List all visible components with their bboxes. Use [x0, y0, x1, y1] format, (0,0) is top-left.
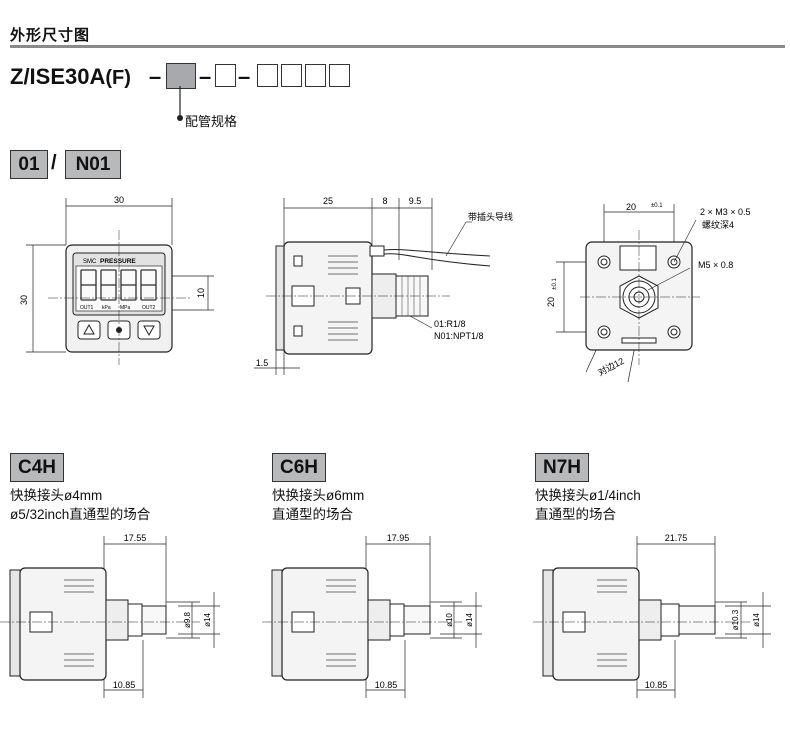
fitting-tag-n7h: N7H: [535, 453, 589, 482]
c4h-top-dim: 17.55: [124, 533, 147, 543]
section-rule: [10, 45, 785, 48]
model-dash-2: –: [199, 64, 212, 89]
screw-label: 2 × M3 × 0.5: [700, 207, 751, 217]
lead-label: 带插头导线: [468, 211, 513, 222]
fitting-desc-c6h-line1: 快换接头ø6mm: [272, 488, 365, 503]
rear-h-dim: 20: [546, 297, 556, 307]
c4h-bottom-dim: 10.85: [113, 680, 136, 690]
fitting-desc-n7h-line1: 快换接头ø1/4inch: [535, 488, 641, 503]
front-display-dim: 10: [196, 288, 206, 298]
callout-label: 配管规格: [185, 114, 238, 129]
fitting-tag-c4h: C4H: [10, 453, 64, 482]
option-box-1: [215, 64, 236, 87]
rear-h-tol: ±0.1: [552, 278, 558, 290]
up-arrow-icon: [83, 323, 95, 335]
n7h-bottom-dim: 10.85: [645, 680, 668, 690]
model-prefix: Z/ISE30A: [10, 64, 106, 89]
c4h-inner-dim: ø9.8: [183, 611, 192, 628]
fitting-desc-n7h-line2: 直通型的场合: [535, 507, 616, 522]
fitting-desc-c6h-line2: 直通型的场合: [272, 507, 353, 522]
front-display-label: PRESSURE: [100, 258, 136, 265]
screw-depth: 螺纹深4: [702, 219, 734, 230]
rear-view: 20 ±0.1 20 ±0.1 2 × M3 × 0.5 螺纹深4 M5 × 0…: [546, 202, 751, 383]
down-button: [137, 320, 161, 340]
unit-out2: OUT2: [142, 305, 156, 311]
c6h-top-dim: 17.95: [387, 533, 410, 543]
n7h-top-dim: 21.75: [665, 533, 688, 543]
option-box-3: [281, 64, 302, 87]
pipe-spec-box: [166, 63, 196, 89]
fitting-desc-c4h-line1: 快换接头ø4mm: [10, 488, 103, 503]
port-tag-01: 01: [10, 150, 48, 179]
c4h-outer-dim: ø14: [203, 613, 212, 627]
fitting-drawing-c4h: 17.55 10.85 ø9.8 ø14: [0, 533, 220, 698]
model-dash-3: –: [238, 64, 251, 89]
fitting-desc-c4h-line2: ø5/32inch直通型的场合: [10, 507, 151, 522]
callout-leader: [177, 86, 183, 121]
option-box-2: [257, 64, 278, 87]
rear-w-dim: 20: [626, 202, 636, 212]
front-brand: SMC: [83, 259, 97, 265]
unit-mpa: MPa: [120, 305, 131, 311]
thread-label-n01: N01:NPT1/8: [434, 331, 484, 341]
fitting-desc-n7h: 快换接头ø1/4inch 直通型的场合: [535, 486, 641, 524]
front-height-dim: 30: [19, 295, 29, 305]
fitting-tag-c6h: C6H: [272, 453, 326, 482]
side-dim-1-5: 1.5: [256, 358, 269, 368]
port-tag-n01: N01: [65, 150, 121, 179]
n7h-outer-dim: ø14: [752, 613, 761, 627]
model-code: Z/ISE30A(F): [10, 64, 131, 90]
fitting-drawing-n7h: 21.75 10.85 ø10.3 ø14: [533, 533, 771, 698]
unit-kpa: kPa: [102, 305, 111, 311]
down-arrow-icon: [143, 325, 155, 337]
fitting-desc-c4h: 快换接头ø4mm ø5/32inch直通型的场合: [10, 486, 150, 524]
unit-out1: OUT1: [80, 305, 94, 311]
up-button: [77, 320, 101, 340]
side-dim-9-5: 9.5: [409, 196, 422, 206]
side-view: 25 8 9.5 1.5 带插头导线 01:R1/8 N01:NPT1/8: [254, 196, 513, 375]
rear-w-tol: ±0.1: [651, 203, 663, 209]
fitting-drawing-c6h: 17.95 10.85 ø10 ø14: [262, 533, 482, 698]
port-tag-slash: /: [51, 152, 57, 174]
thread-label-01: 01:R1/8: [434, 319, 466, 329]
side-dim-25: 25: [323, 196, 333, 206]
n7h-inner-dim: ø10.3: [731, 609, 740, 630]
model-dash-1: –: [149, 64, 162, 89]
model-option: (F): [105, 67, 131, 89]
option-box-4: [305, 64, 326, 87]
c6h-bottom-dim: 10.85: [375, 680, 398, 690]
option-box-5: [329, 64, 350, 87]
side-dim-8: 8: [382, 196, 387, 206]
front-width-dim: 30: [114, 195, 124, 205]
c6h-outer-dim: ø14: [465, 613, 474, 627]
fitting-desc-c6h: 快换接头ø6mm 直通型的场合: [272, 486, 364, 524]
section-title: 外形尺寸图: [10, 27, 91, 44]
port-label: M5 × 0.8: [698, 260, 733, 270]
hex-label: 对边12: [596, 355, 626, 378]
c6h-inner-dim: ø10: [445, 613, 454, 627]
front-view: 30 30 10 SMC PRESSURE OUT1 kPa MPa OUT2: [19, 195, 214, 365]
